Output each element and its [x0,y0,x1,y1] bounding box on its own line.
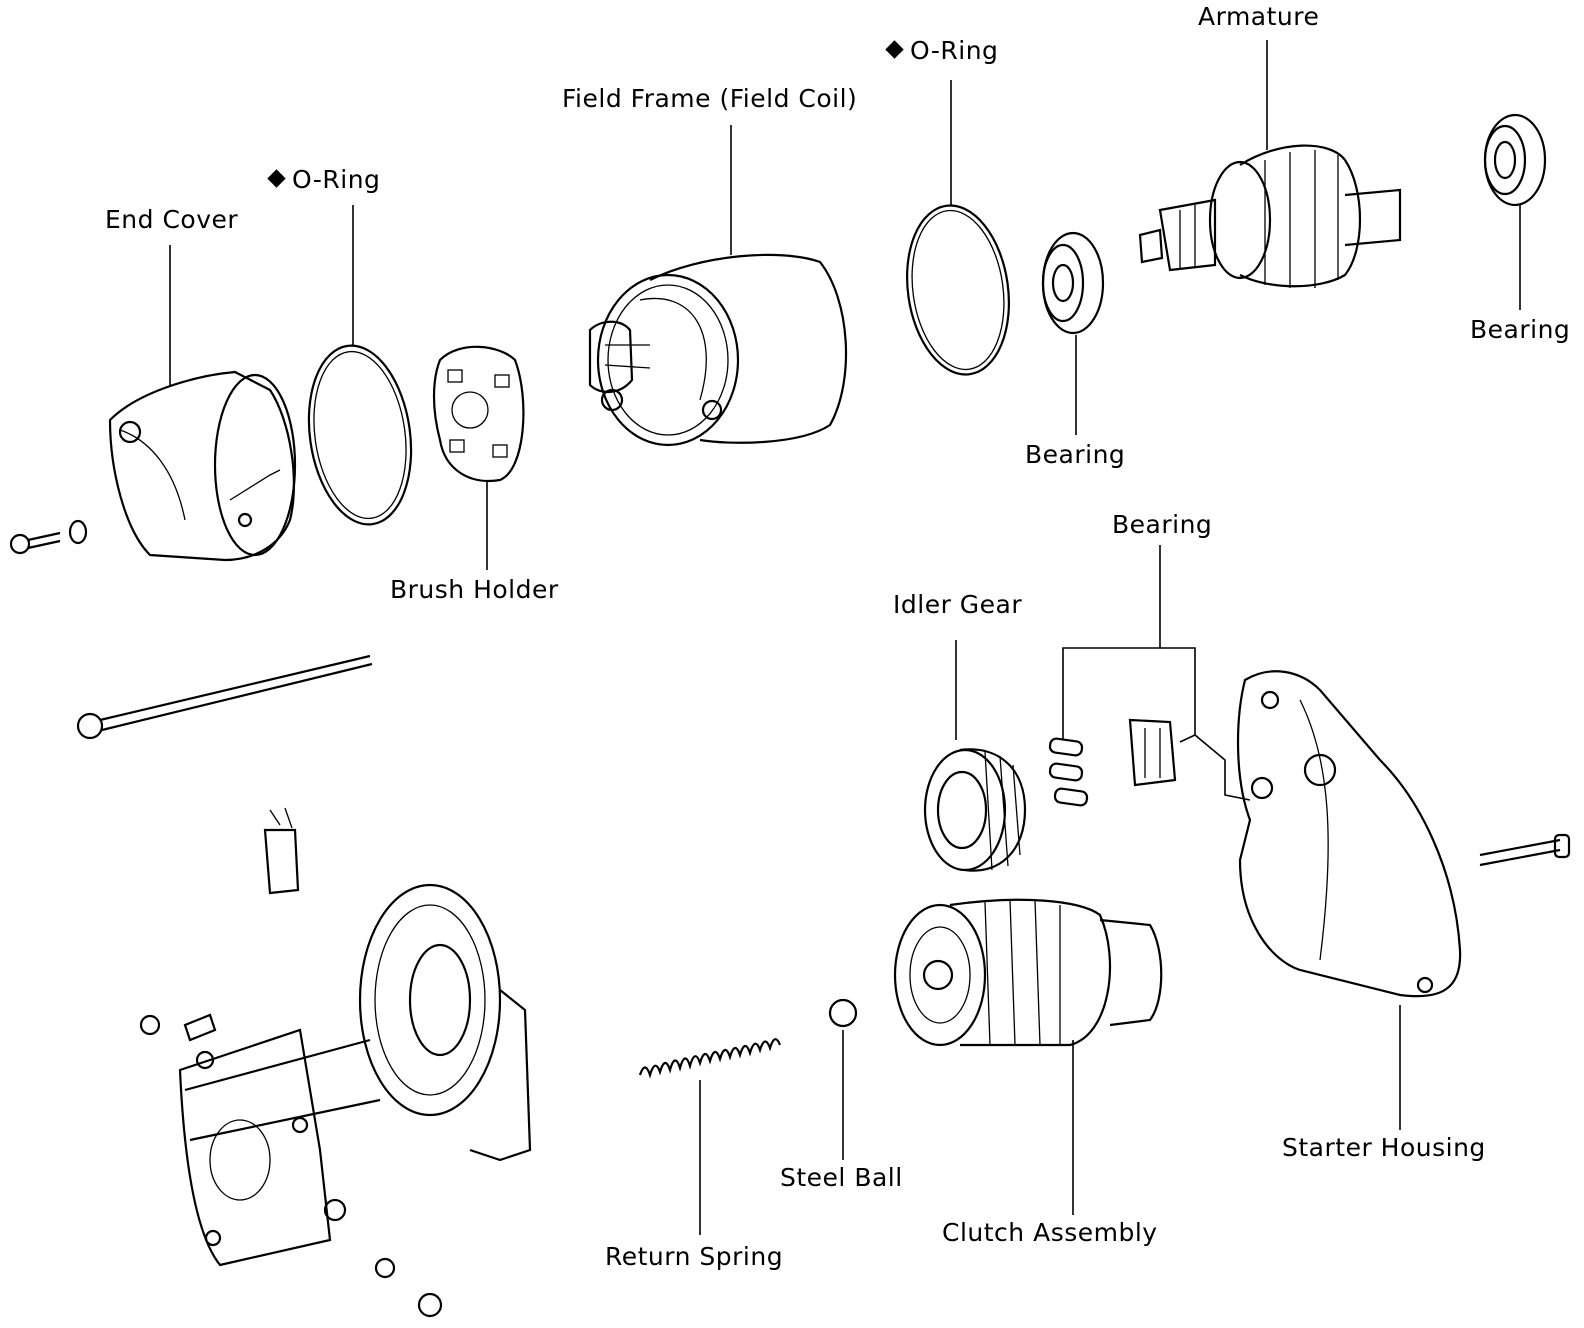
end-cover-part [108,370,297,562]
terminal-pin-part [263,807,300,895]
return-spring-part [638,1038,782,1079]
label-o-ring-top: O-Ring [885,36,998,65]
label-clutch-assembly: Clutch Assembly [942,1218,1158,1247]
label-return-spring: Return Spring [605,1242,784,1271]
leader-bearing-housing [1194,734,1251,801]
housing-bolt-part [1479,833,1571,867]
bolt-and-washer-part [9,519,88,555]
label-starter-housing: Starter Housing [1282,1133,1486,1162]
label-bearing-rollers: Bearing [1112,510,1213,539]
label-end-cover: End Cover [105,205,239,234]
label-bearing-middle: Bearing [1025,440,1126,469]
label-o-ring-left: O-Ring [267,165,380,194]
brush-holder-part [432,345,525,483]
label-field-frame: Field Frame (Field Coil) [562,84,858,113]
armature-part [1138,144,1402,288]
leader-bearing-rollers-branch [1160,647,1196,743]
non-reusable-marker-icon [267,169,286,188]
o-ring-left-part [307,344,413,526]
label-bearing-right: Bearing [1470,315,1571,344]
label-brush-holder: Brush Holder [390,575,559,604]
magnetic-switch-part [139,883,532,1318]
leader-bearing-rollers [1062,545,1161,740]
non-reusable-marker-icon [885,40,904,59]
bearing-right-part [1483,113,1547,207]
idler-gear-part [923,748,1027,872]
label-armature: Armature [1198,2,1320,31]
steel-ball-part [828,998,858,1028]
roller-bearings-part [1048,737,1089,807]
clutch-assembly-part [893,898,1163,1047]
field-frame-part [588,253,848,447]
bearing-retainer-part [1128,718,1177,787]
bearing-middle-part [1041,231,1105,335]
starter-housing-part [1236,670,1462,998]
label-idler-gear: Idler Gear [893,590,1023,619]
label-steel-ball: Steel Ball [780,1163,903,1192]
o-ring-top-part [905,204,1011,376]
leader-lines [169,40,1521,1235]
through-bolt-part [76,654,373,740]
